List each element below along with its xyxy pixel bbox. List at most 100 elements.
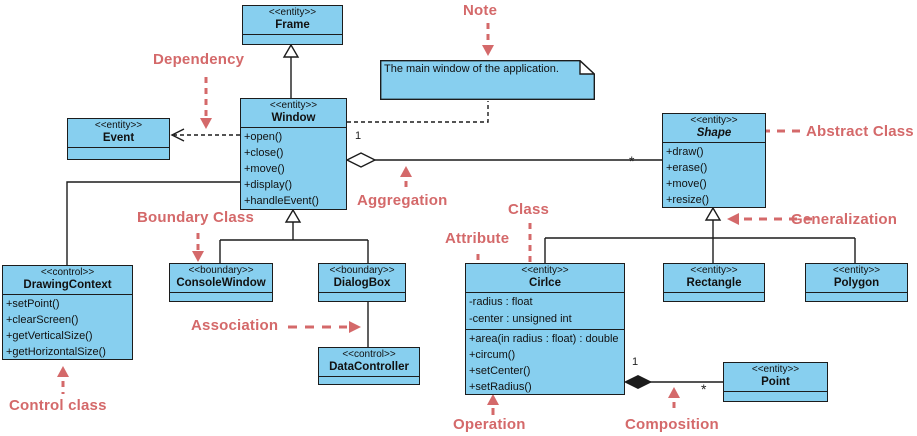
arrowhead-up-icon <box>487 394 499 405</box>
class-name: Cirlce <box>529 277 561 289</box>
class-header: <<boundary>> ConsoleWindow <box>170 264 272 292</box>
operation: +erase() <box>666 162 708 174</box>
arrowhead-left-icon <box>727 213 739 225</box>
empty-compartment <box>319 292 405 301</box>
stereotype-label: <<entity>> <box>269 100 318 111</box>
arrowhead-up-icon <box>400 166 412 177</box>
generalization-subclasses-window <box>219 208 369 263</box>
annotation-association: Association <box>191 317 279 334</box>
empty-compartment <box>724 391 827 401</box>
class-circle[interactable]: <<entity>> Cirlce -radius : float -cente… <box>465 263 625 395</box>
operation: +getHorizontalSize() <box>6 346 106 358</box>
class-name: Window <box>271 112 316 124</box>
multiplicity-aggregation-many: * <box>629 153 635 169</box>
class-frame[interactable]: <<entity>> Frame <box>242 5 343 45</box>
class-name: DataController <box>329 361 409 373</box>
aggregation-window-shape <box>345 152 662 168</box>
class-name: DrawingContext <box>23 279 112 291</box>
annotation-note: Note <box>463 2 498 19</box>
stereotype-label: <<boundary>> <box>188 265 254 276</box>
operations-compartment: +area(in radius : float) : double +circu… <box>466 329 624 396</box>
annotation-boundary-class: Boundary Class <box>137 209 254 226</box>
attributes-compartment: -radius : float -center : unsigned int <box>466 292 624 329</box>
class-polygon[interactable]: <<entity>> Polygon <box>805 263 908 302</box>
class-header: <<entity>> Shape <box>663 114 765 142</box>
operation: +open() <box>244 131 283 143</box>
dependency-window-event <box>170 128 240 142</box>
class-header: <<entity>> Frame <box>243 6 342 34</box>
class-point[interactable]: <<entity>> Point <box>723 362 828 402</box>
arrowhead-down-icon <box>192 251 204 262</box>
arrowhead-down-icon <box>482 45 494 56</box>
arrowhead-right-icon <box>349 321 361 333</box>
attribute: -radius : float <box>469 296 533 308</box>
note-anchor-line <box>347 101 489 123</box>
class-window[interactable]: <<entity>> Window +open() +close() +move… <box>240 98 347 210</box>
operation: +display() <box>244 179 292 191</box>
note-fold-icon <box>579 59 597 75</box>
note-shape <box>379 59 597 100</box>
empty-compartment <box>170 292 272 301</box>
class-name: Point <box>761 376 790 388</box>
class-header: <<boundary>> DialogBox <box>319 264 405 292</box>
class-name: Frame <box>275 19 310 31</box>
empty-compartment <box>68 147 169 159</box>
stereotype-label: <<control>> <box>40 267 95 278</box>
note-text: The main window of the application. <box>384 63 559 75</box>
annotation-class: Class <box>508 201 550 218</box>
arrowhead-up-icon <box>668 387 680 398</box>
stereotype-label: <<entity>> <box>751 364 800 375</box>
composition-circle-point <box>623 374 723 390</box>
class-dialogbox[interactable]: <<boundary>> DialogBox <box>318 263 406 302</box>
open-arrow-icon <box>170 128 185 142</box>
stereotype-label: <<entity>> <box>690 265 738 276</box>
multiplicity-aggregation-one: 1 <box>355 130 362 142</box>
multiplicity-composition-many: * <box>701 381 707 397</box>
stereotype-label: <<control>> <box>342 349 396 360</box>
class-rectangle[interactable]: <<entity>> Rectangle <box>663 263 765 302</box>
annotation-attribute: Attribute <box>445 230 510 247</box>
operation: +clearScreen() <box>6 314 79 326</box>
operation: +setPoint() <box>6 298 60 310</box>
annotation-aggregation: Aggregation <box>357 192 448 209</box>
stereotype-label: <<entity>> <box>690 115 738 126</box>
stereotype-label: <<entity>> <box>832 265 881 276</box>
annotation-generalization: Generalization <box>791 211 898 228</box>
class-header: <<control>> DataController <box>319 348 419 376</box>
class-drawingcontext[interactable]: <<control>> DrawingContext +setPoint() +… <box>2 265 133 360</box>
operation: +area(in radius : float) : double <box>469 333 619 345</box>
multiplicity-composition-one: 1 <box>632 356 639 368</box>
class-header: <<entity>> Window <box>241 99 346 127</box>
class-shape[interactable]: <<entity>> Shape +draw() +erase() +move(… <box>662 113 766 208</box>
operations-compartment: +open() +close() +move() +display() +han… <box>241 127 346 210</box>
association-window-drawingcontext <box>66 181 240 265</box>
operation: +circum() <box>469 349 516 361</box>
hollow-triangle-icon <box>282 43 300 58</box>
class-name: Event <box>102 132 135 144</box>
arrowhead-down-icon <box>200 118 212 129</box>
annotation-abstract-class: Abstract Class <box>806 123 914 140</box>
operation: +close() <box>244 147 284 159</box>
hollow-diamond-icon <box>345 152 377 168</box>
operation: +setCenter() <box>469 365 531 377</box>
operation: +setRadius() <box>469 381 532 393</box>
generalization-window-frame <box>282 43 300 98</box>
class-name: ConsoleWindow <box>176 277 266 289</box>
uml-note[interactable]: The main window of the application. <box>379 59 597 100</box>
stereotype-label: <<boundary>> <box>329 265 395 276</box>
class-event[interactable]: <<entity>> Event <box>67 118 170 160</box>
class-datacontroller[interactable]: <<control>> DataController <box>318 347 420 385</box>
operation: +resize() <box>666 194 710 206</box>
empty-compartment <box>806 292 907 301</box>
empty-compartment <box>664 292 764 301</box>
attribute: -center : unsigned int <box>469 313 572 325</box>
class-name: DialogBox <box>333 277 391 289</box>
stereotype-label: <<entity>> <box>268 7 317 18</box>
empty-compartment <box>243 34 342 44</box>
class-consolewindow[interactable]: <<boundary>> ConsoleWindow <box>169 263 273 302</box>
arrowhead-up-icon <box>57 366 69 377</box>
stereotype-label: <<entity>> <box>521 265 569 276</box>
